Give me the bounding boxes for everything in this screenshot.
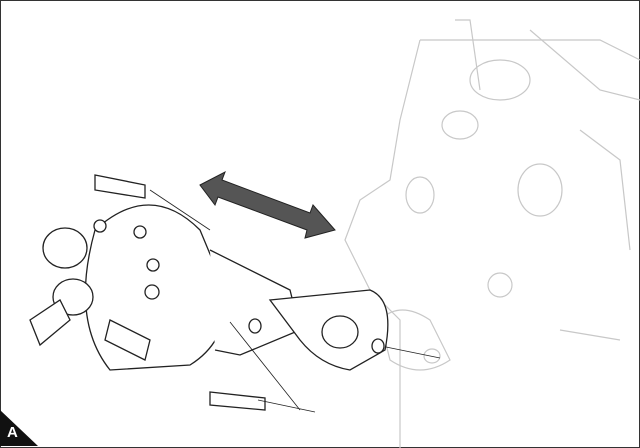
figure-label: A xyxy=(7,424,18,441)
double-arrow-icon xyxy=(199,170,336,239)
fuel-pump xyxy=(29,174,441,413)
engine-block xyxy=(344,19,640,448)
corner-label-badge xyxy=(0,410,38,446)
